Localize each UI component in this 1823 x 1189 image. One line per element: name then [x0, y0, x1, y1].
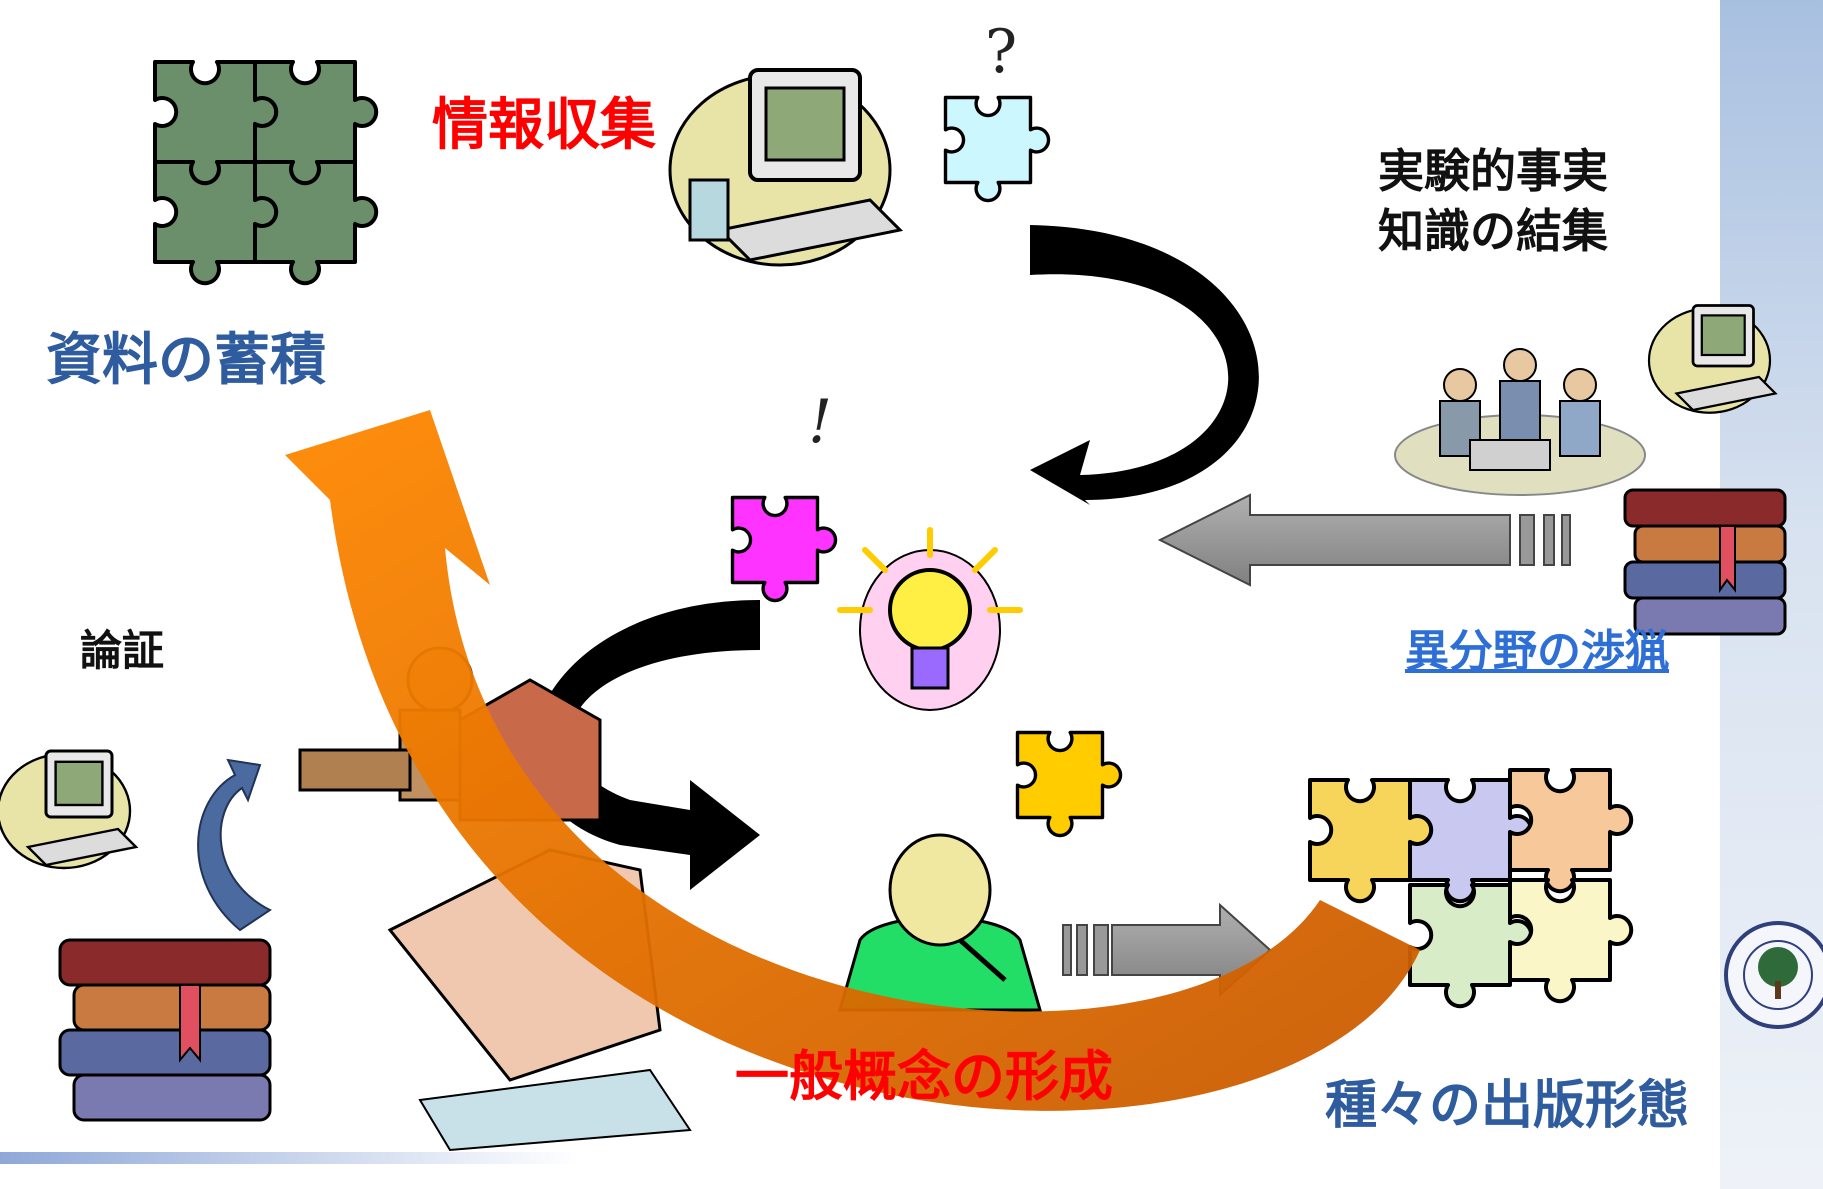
puzzle-piece-yellow-icon: [1015, 730, 1123, 838]
link-other-fields[interactable]: 異分野の渉猟: [1405, 626, 1669, 677]
orange-cycle-arrow: [285, 410, 1420, 1111]
puzzle-piece-cyan-icon: [943, 95, 1051, 203]
puzzle-cluster-green-icon: [153, 60, 379, 286]
bottom-decorative-bar: [0, 1152, 580, 1164]
label-info-gathering: 情報収集: [432, 93, 656, 158]
computer-icon: [668, 68, 904, 267]
label-publication-forms: 種々の出版形態: [1325, 1076, 1690, 1136]
computer-icon-left: [0, 749, 139, 870]
question-mark: ?: [985, 17, 1017, 87]
gray-arrow-left: [1157, 493, 1571, 587]
computer-icon-right: [1647, 304, 1778, 414]
label-experimental-facts: 実験的事実: [1378, 144, 1608, 198]
lightbulb-icon: [837, 527, 1023, 711]
writer-icon: [838, 833, 1042, 1012]
exclamation-mark: !: [808, 387, 832, 457]
university-seal-icon: [1724, 921, 1823, 1029]
label-knowledge-assembly: 知識の結集: [1378, 204, 1608, 258]
curved-arrow-black-top: [1030, 225, 1259, 505]
curved-arrow-navy: [197, 758, 272, 932]
label-argumentation: 論証: [80, 626, 165, 675]
people-meeting-icon: [1394, 348, 1646, 496]
books-icon-right: [1623, 488, 1787, 636]
books-icon-left: [58, 938, 272, 1122]
label-material-accumulation: 資料の蓄積: [46, 328, 326, 393]
label-general-concept: 一般概念の形成: [735, 1045, 1113, 1108]
puzzle-piece-magenta-icon: [730, 495, 838, 603]
